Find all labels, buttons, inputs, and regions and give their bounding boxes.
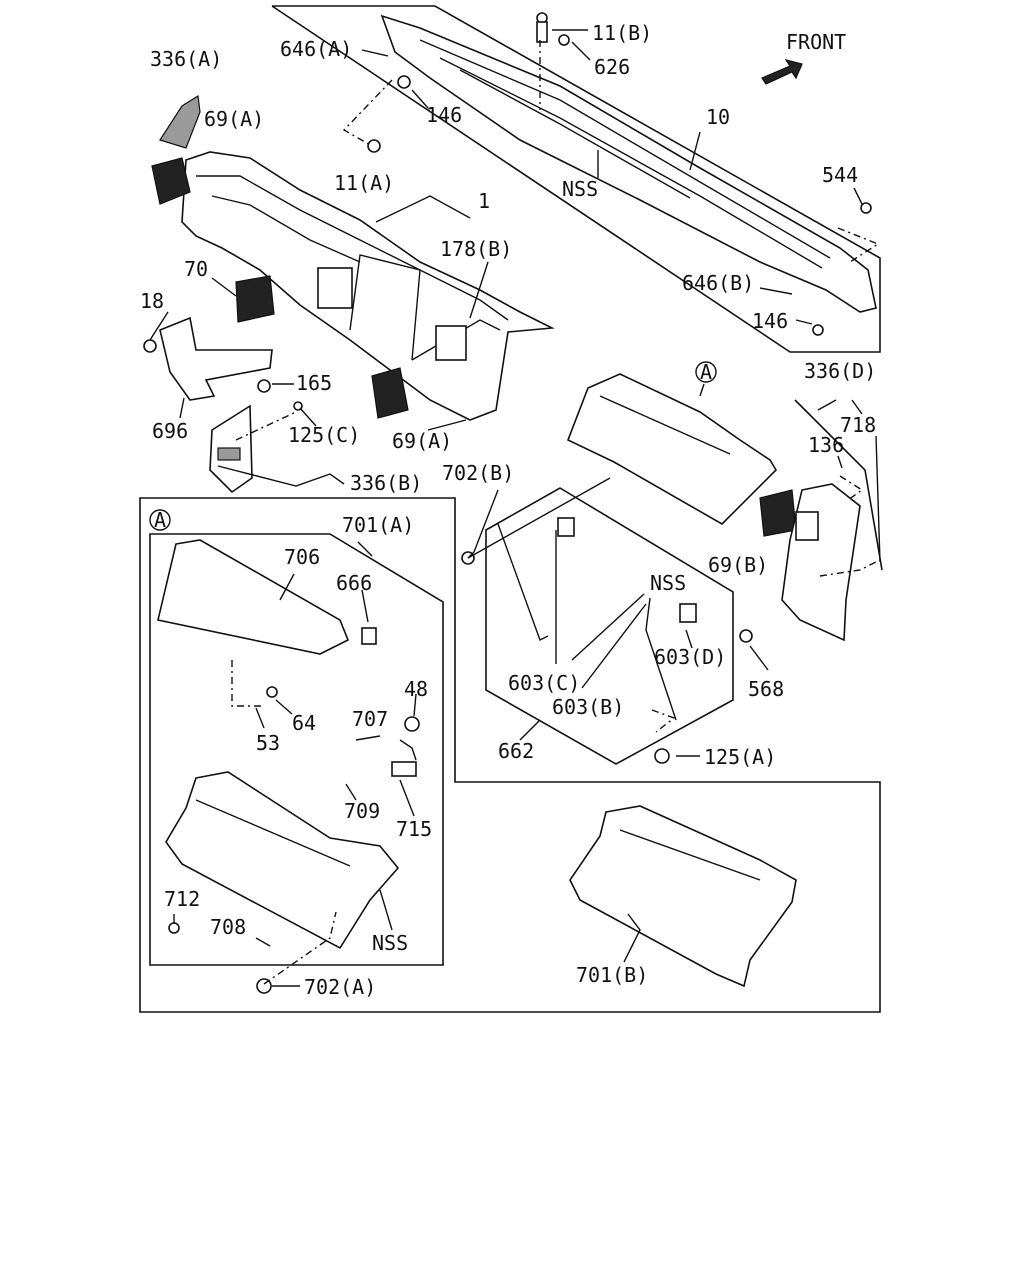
label-70: 70: [184, 257, 208, 281]
label-1: 1: [478, 189, 490, 213]
lid-662: [497, 523, 677, 721]
label-53: 53: [256, 731, 280, 755]
label-48: 48: [404, 677, 428, 701]
duct-696: [159, 316, 273, 401]
front-arrow-icon: [761, 59, 803, 85]
label-69a-mid: 69(A): [392, 429, 452, 453]
label-718: 718: [840, 413, 876, 437]
label-11a: 11(A): [334, 171, 394, 195]
front-label: FRONT: [786, 30, 846, 54]
label-165: 165: [296, 371, 332, 395]
label-544: 544: [822, 163, 858, 187]
side-panel-336d: [781, 483, 861, 642]
label-701b: 701(B): [576, 963, 648, 987]
glove-box-door-706: [157, 539, 350, 655]
label-709: 709: [344, 799, 380, 823]
glove-box-housing-upper: [566, 373, 778, 525]
upper-panel-frame: [271, 5, 881, 353]
label-708: 708: [210, 915, 246, 939]
label-18: 18: [140, 289, 164, 313]
label-336a: 336(A): [150, 47, 222, 71]
label-696: 696: [152, 419, 188, 443]
label-136: 136: [808, 433, 844, 457]
label-146-right: 146: [752, 309, 788, 333]
side-panel-frame: [794, 399, 883, 571]
label-10: 10: [706, 105, 730, 129]
label-125a: 125(A): [704, 745, 776, 769]
glove-box-701b: [569, 805, 797, 988]
label-nss-mid: NSS: [650, 571, 686, 595]
glove-box-door-frame: [485, 487, 734, 765]
label-nss-bottom: NSS: [372, 931, 408, 955]
label-706: 706: [284, 545, 320, 569]
label-69b: 69(B): [708, 553, 768, 577]
label-11b: 11(B): [592, 21, 652, 45]
vent-69a-top: [151, 157, 191, 205]
glove-box-701a: [165, 771, 400, 950]
detail-a-outer-frame: [139, 497, 881, 1013]
vent-69b: [759, 489, 797, 537]
label-666: 666: [336, 571, 372, 595]
detail-a-inner-frame: [149, 533, 444, 966]
label-603b: 603(B): [552, 695, 624, 719]
leader-lines: [149, 29, 881, 987]
label-646b: 646(B): [682, 271, 754, 295]
fasteners: [143, 12, 872, 994]
callout-a-detail-label: A: [154, 508, 166, 532]
label-702b: 702(B): [442, 461, 514, 485]
label-646a: 646(A): [280, 37, 352, 61]
label-702a: 702(A): [304, 975, 376, 999]
label-626: 626: [594, 55, 630, 79]
center-panel-336b: [209, 404, 253, 494]
label-603c: 603(C): [508, 671, 580, 695]
label-603d: 603(D): [654, 645, 726, 669]
label-146-top: 146: [426, 103, 462, 127]
label-125c: 125(C): [288, 423, 360, 447]
label-69a-top: 69(A): [204, 107, 264, 131]
label-178b: 178(B): [440, 237, 512, 261]
label-nss-top: NSS: [562, 177, 598, 201]
label-64: 64: [292, 711, 316, 735]
side-vent-336a: [159, 94, 201, 149]
callout-a-marker: A: [695, 360, 717, 384]
callout-a-label: A: [700, 360, 712, 384]
label-707: 707: [352, 707, 388, 731]
label-336b: 336(B): [350, 471, 422, 495]
label-568: 568: [748, 677, 784, 701]
label-701a: 701(A): [342, 513, 414, 537]
vent-70: [235, 275, 275, 323]
label-715: 715: [396, 817, 432, 841]
instrument-panel-main: [181, 151, 555, 421]
dash-pad-upper: [380, 14, 877, 313]
label-662: 662: [498, 739, 534, 763]
label-712: 712: [164, 887, 200, 911]
label-336d: 336(D): [804, 359, 876, 383]
vent-69a-mid: [371, 367, 409, 419]
callout-a-detail-marker: A: [149, 508, 171, 532]
